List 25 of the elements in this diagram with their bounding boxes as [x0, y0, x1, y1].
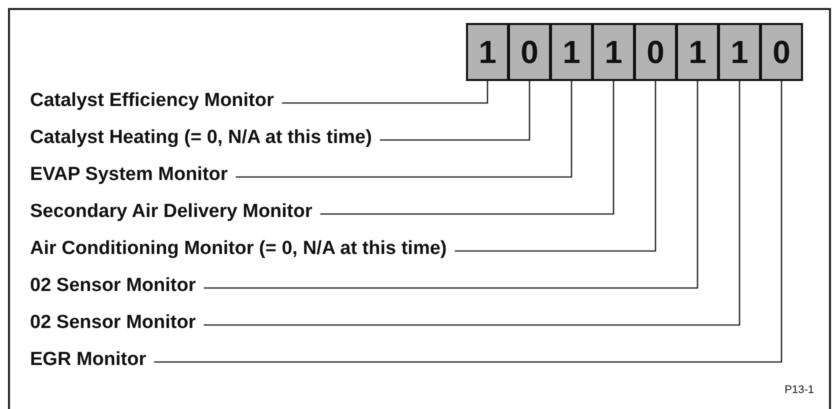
bit-cell: 1	[466, 23, 509, 81]
bit-cell: 0	[508, 23, 551, 81]
leader-line	[282, 81, 488, 104]
monitor-label: 02 Sensor Monitor	[30, 310, 204, 336]
leader-line	[204, 81, 698, 289]
leader-line	[320, 81, 614, 215]
leader-line	[154, 81, 782, 363]
leader-line	[380, 81, 530, 141]
monitor-label: Catalyst Heating (= 0, N/A at this time)	[30, 125, 380, 151]
leader-line	[236, 81, 572, 178]
bit-cell: 0	[760, 23, 803, 81]
leader-line	[454, 81, 656, 252]
bit-cell: 0	[634, 23, 677, 81]
monitor-label: EGR Monitor	[30, 347, 154, 373]
monitor-label: Secondary Air Delivery Monitor	[30, 199, 320, 225]
bit-cell: 1	[592, 23, 635, 81]
monitor-label: EVAP System Monitor	[30, 162, 236, 188]
leader-line	[204, 81, 740, 326]
monitor-label: Catalyst Efficiency Monitor	[30, 88, 282, 114]
monitor-label: Air Conditioning Monitor (= 0, N/A at this time)	[30, 236, 455, 262]
bit-cell: 1	[550, 23, 593, 81]
monitor-label: 02 Sensor Monitor	[30, 273, 204, 299]
figure-number: P13-1	[784, 383, 814, 398]
bit-cell: 1	[676, 23, 719, 81]
bit-cell: 1	[718, 23, 761, 81]
